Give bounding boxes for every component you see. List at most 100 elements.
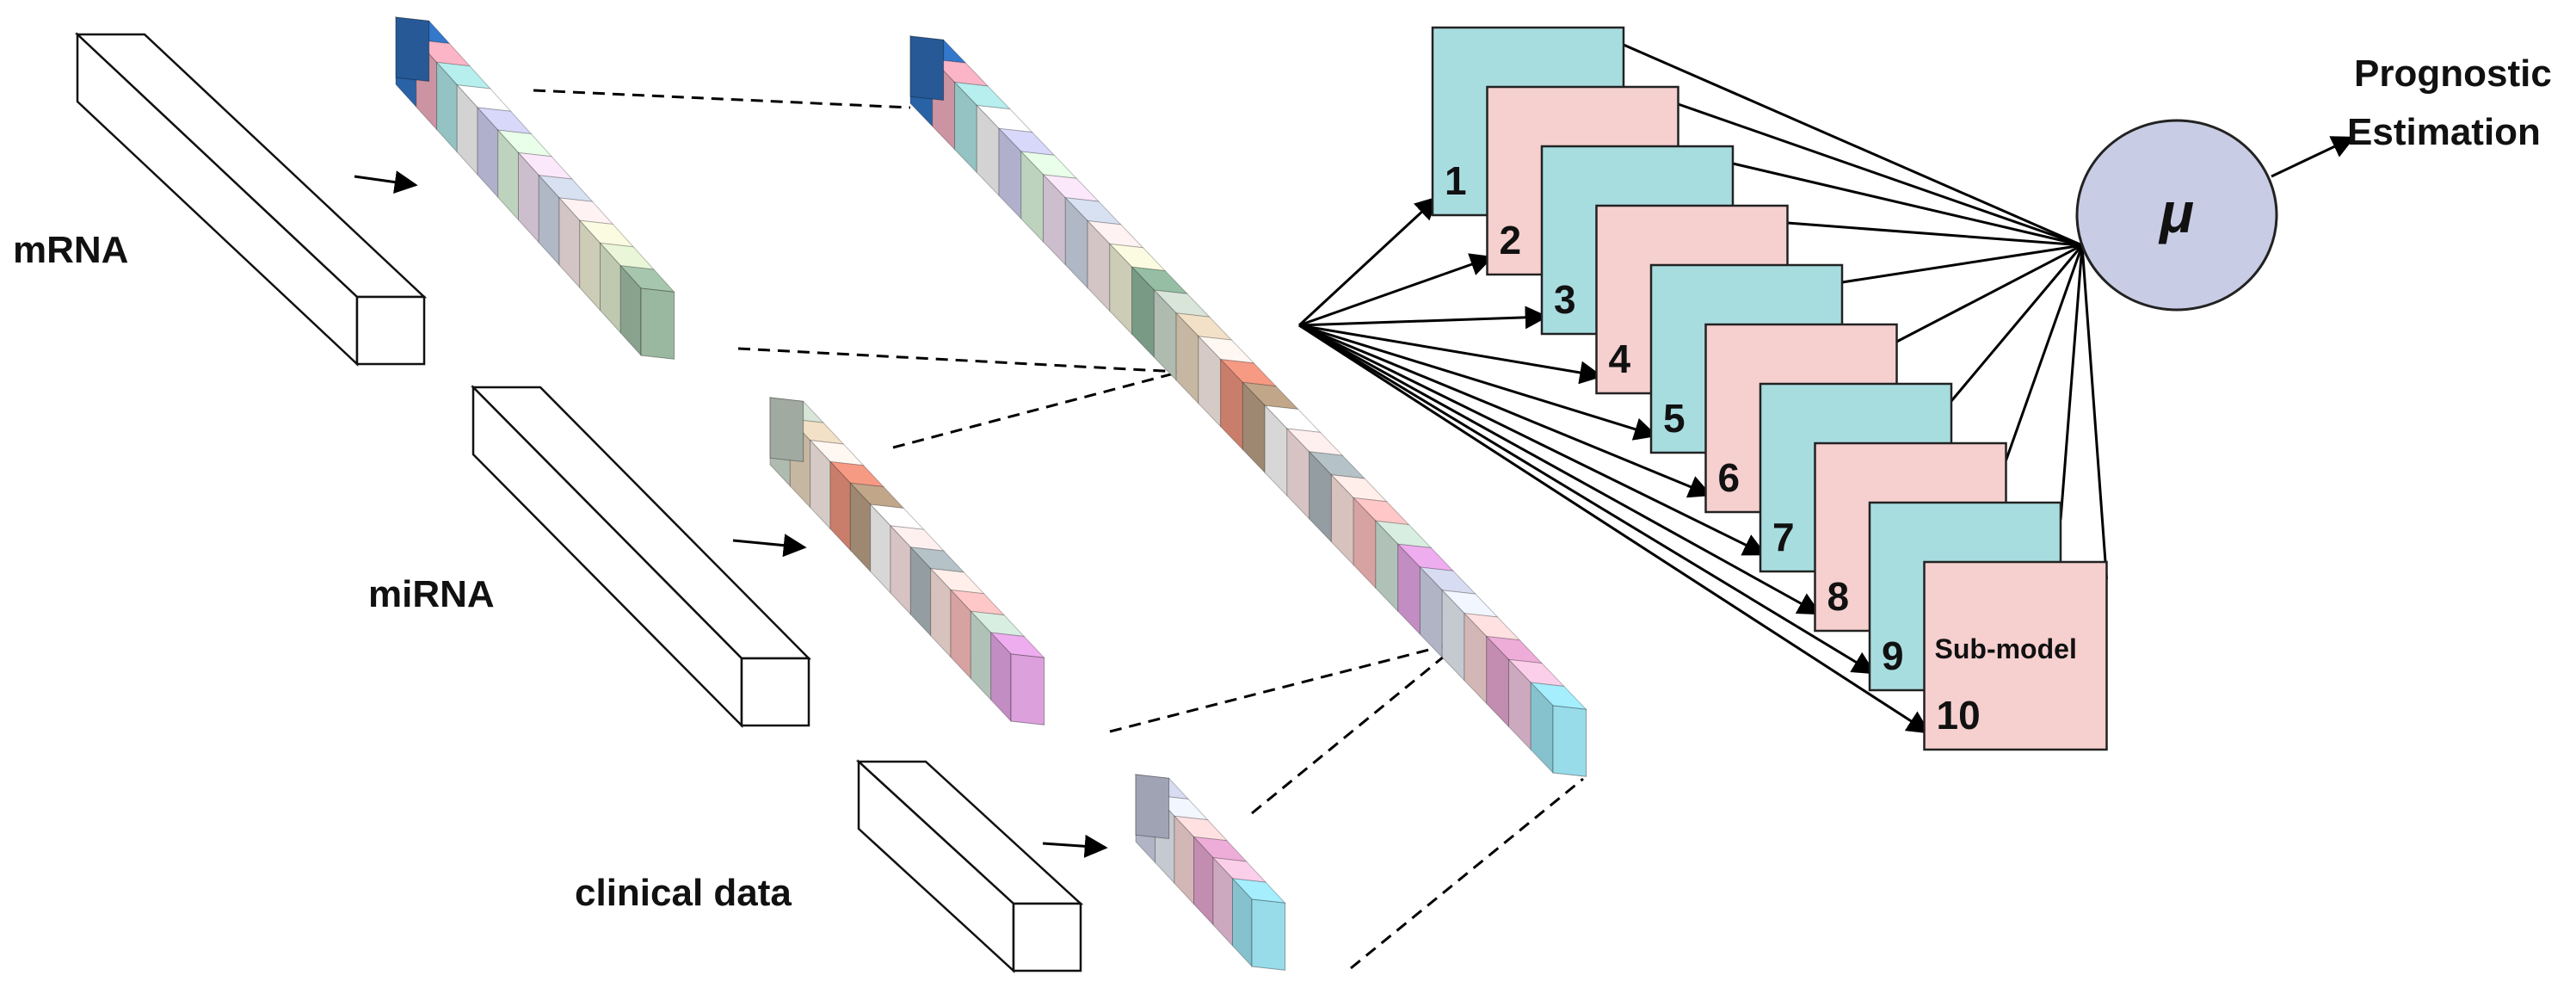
mirna-input-prism [471,384,811,729]
mrna-feature-bar-endcap [640,287,675,360]
label-clinical: clinical data [575,872,792,914]
submodel-to-mu-line-7 [1950,244,2084,402]
clinical-feature-bar-startcap [1135,774,1170,840]
fan-arrow-3 [1298,306,1549,330]
fan-arrow-8 [1298,324,1821,615]
dashed-connector [1109,639,1464,733]
mrna-feature-bar-cell [476,106,533,199]
label-output-2: Estimation [2347,111,2541,153]
output-arrow [2271,136,2356,178]
submodel-number: 1 [1445,158,1467,203]
submodel-number: 5 [1663,396,1685,441]
submodel-to-mu-line-5 [1841,244,2083,284]
merged-feature-bar-cell [1042,173,1100,267]
fan-arrow-2 [1298,253,1494,327]
fan-arrow-9 [1298,324,1877,675]
submodel-box [1923,560,2108,751]
clinical-feature-bar [1134,773,1286,971]
submodel-number: 6 [1718,455,1741,500]
fan-arrow-7 [1298,324,1767,556]
clinical-feature-bar-cell [1211,856,1267,948]
dashed-connector [533,89,911,109]
submodel-to-mu-line-6 [1895,244,2083,343]
submodel-to-mu-line-10 [2080,244,2108,580]
fan-arrow-4 [1298,324,1604,385]
merged-feature-bar-cell [1463,612,1521,705]
submodel-to-mu-line-1 [1623,43,2083,247]
submodel-to-mu-line-8 [2005,244,2084,461]
mirna-feature-bar-cell [889,524,946,616]
merged-feature-bar-cell [1131,266,1189,359]
merged-feature-bar-cell [1330,473,1389,566]
submodel-to-mu-line-3 [1732,162,2083,247]
mrna-feature-bar-startcap [395,16,430,83]
submodel-to-mu-line-9 [2059,244,2084,521]
fan-arrow-1 [1297,196,1439,327]
merged-feature-bar-endcap [1552,705,1587,777]
mrna-input-prism [74,32,428,367]
submodel-number: 4 [1609,336,1631,381]
mrna-input-arrow [354,170,418,194]
prism-front [740,657,810,727]
dashed-connector [737,347,1180,374]
submodel-to-mu-line-4 [1787,221,2083,247]
label-output-1: Prognostic [2354,52,2552,95]
mirna-feature-bar-cell [970,610,1026,701]
submodel-card-10: Sub-model 10 [1923,560,2108,751]
mrna-feature-bar-cell [537,174,594,267]
merged-feature-bar-cell [1396,542,1455,636]
clinical-feature-bar-endcap [1251,898,1286,971]
mrna-feature-bar-cell [619,264,675,357]
clinical-input-arrow [1042,834,1108,858]
input-prisms [74,32,1084,973]
mirna-input-arrow [732,534,807,558]
merged-feature-bar-cell [1308,450,1366,543]
submodel-number: 9 [1882,633,1904,678]
submodel-number: 10 [1937,693,1981,738]
label-mrna: mRNA [13,229,128,271]
connection-lines [354,43,2108,970]
prism-front [355,295,426,366]
submodel-number: 8 [1827,574,1850,619]
mrna-feature-bar-cell [517,151,574,244]
merged-feature-bar-startcap [909,35,945,102]
merged-feature-bar-cell [975,104,1033,197]
mrna-feature-bar-cell [496,128,553,221]
dashed-connector [892,370,1181,449]
mrna-feature-bar-cell [599,242,656,335]
mirna-feature-bar [768,396,1045,725]
merged-feature-bar-cell [953,81,1012,174]
merged-feature-bar [909,34,1587,777]
prism-front [1012,902,1082,972]
fan-arrow-5 [1298,324,1658,441]
mu-symbol: μ [2158,181,2194,244]
submodel-caption: Sub-model [1935,633,2077,664]
clinical-input-prism [855,759,1084,973]
fan-arrow-6 [1298,324,1712,498]
mirna-feature-bar-startcap [769,397,804,463]
submodel-number: 2 [1500,218,1522,262]
submodel-number: 7 [1772,515,1795,559]
clinical-feature-bar-cell [1173,815,1229,905]
mrna-feature-bar-cell [578,219,635,312]
mrna-feature-bar [394,15,675,360]
dashed-connector [1251,639,1464,815]
mirna-feature-bar-cell [849,482,905,573]
submodel-to-mu-line-2 [1678,102,2083,247]
merged-feature-bar-cell [1263,404,1322,497]
fan-arrow-10 [1298,324,1931,734]
merged-feature-bar-cell [1108,243,1167,336]
merged-feature-bar-cell [1507,658,1566,751]
merged-feature-bar-cell [997,127,1056,220]
mrna-feature-bar-cell [455,83,512,176]
label-mirna: miRNA [368,573,495,615]
merged-feature-bar-cell [1086,219,1144,312]
merged-feature-bar-cell [1485,635,1544,728]
submodel-number: 3 [1554,277,1576,322]
dashed-connector [1350,777,1584,970]
mu-aggregator: μ [2075,119,2278,312]
feature-bars [394,15,1587,971]
